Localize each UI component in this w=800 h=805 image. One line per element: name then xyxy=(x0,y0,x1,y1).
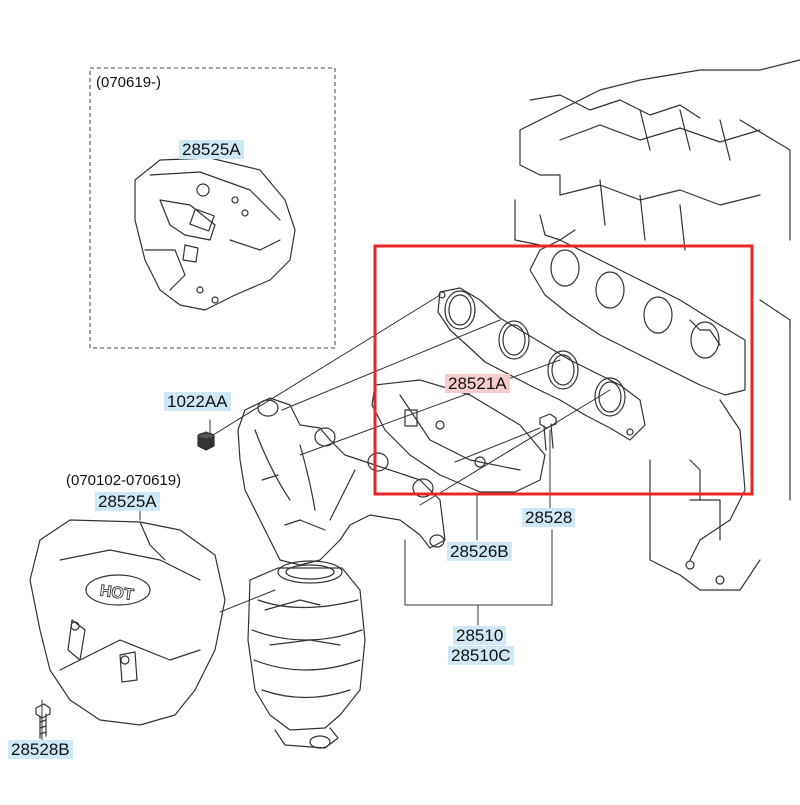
callout-28525a-bottom[interactable]: 28525A xyxy=(95,492,160,511)
heat-shield-marking: HOT xyxy=(99,583,135,605)
callout-28528[interactable]: 28528 xyxy=(522,508,576,527)
catalytic-converter xyxy=(247,560,366,749)
callout-28528b[interactable]: 28528B xyxy=(8,740,73,759)
inner-heat-shield xyxy=(371,379,546,493)
heat-shield-bottom xyxy=(29,519,226,726)
exhaust-manifold xyxy=(237,397,446,566)
callout-28525a-top[interactable]: 28525A xyxy=(179,140,244,159)
bolt-28528 xyxy=(539,413,557,451)
nut-1022aa xyxy=(197,431,215,451)
variant-bottom-period: (070102-070619) xyxy=(66,472,182,489)
highlight-frame xyxy=(373,244,754,496)
callout-28521a[interactable]: 28521A xyxy=(445,374,510,393)
callout-1022aa[interactable]: 1022AA xyxy=(164,392,231,411)
exhaust-manifold-gasket xyxy=(437,287,646,441)
bolt-28528b xyxy=(35,703,51,739)
heat-shield-top xyxy=(134,157,296,311)
callout-28510c[interactable]: 28510C xyxy=(448,646,514,665)
engine-block xyxy=(514,59,800,591)
rear-gasket xyxy=(529,239,746,396)
variant-frame xyxy=(89,67,336,349)
callout-28510[interactable]: 28510 xyxy=(453,626,507,645)
callout-28526b[interactable]: 28526B xyxy=(447,542,512,561)
variant-top-period: (070619-) xyxy=(96,74,162,91)
